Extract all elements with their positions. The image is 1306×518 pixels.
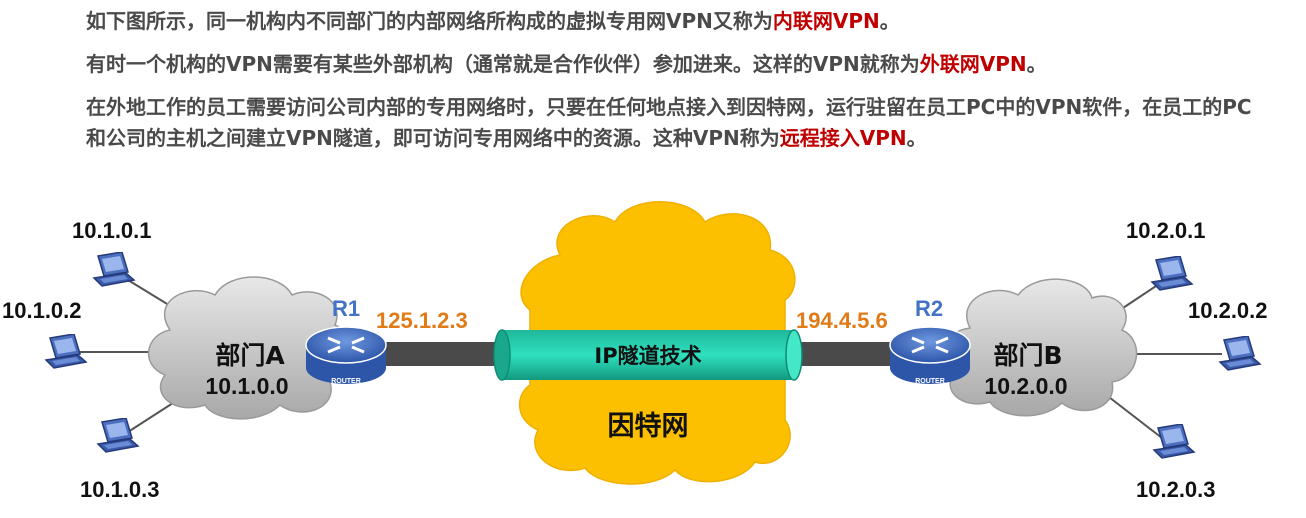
term-intranet-vpn: 内联网VPN [772,9,880,33]
term-extranet-vpn: 外联网VPN [919,52,1027,76]
paragraph-intranet: 如下图所示，同一机构内不同部门的内部网络所构成的虚拟专用网VPN又称为内联网VP… [86,6,900,37]
paragraph-remote-access: 在外地工作的员工需要访问公司内部的专用网络时，只要在任何地点接入到因特网，运行驻… [86,92,1266,154]
paragraph-text: 。 [1026,52,1047,76]
router-r1-badge: ROUTER [331,378,361,385]
host-a2-ip: 10.1.0.2 [2,298,82,323]
host-b3-ip: 10.2.0.3 [1136,477,1216,502]
router-r1 [305,326,387,384]
paragraph-text: 。 [879,9,900,33]
ip-tunnel [493,329,803,381]
router-r2-label: R2 [915,296,943,321]
host-b1-ip: 10.2.0.1 [1126,218,1206,243]
computer-icon [97,418,139,453]
paragraph-text: 如下图所示，同一机构内不同部门的内部网络所构成的虚拟专用网VPN又称为 [86,9,773,33]
dept-b-network: 10.2.0.0 [984,373,1067,399]
host-a3-ip: 10.1.0.3 [80,477,160,502]
computer-icon [93,252,135,287]
router-arrows-icon [911,336,949,354]
link-tunnel-r2 [796,342,892,366]
host-a1-ip: 10.1.0.1 [72,218,152,243]
paragraph-text: 在外地工作的员工需要访问公司内部的专用网络时，只要在任何地点接入到因特网，运行驻… [86,95,1252,150]
paragraph-extranet: 有时一个机构的VPN需要有某些外部机构（通常就是合作伙伴）参加进来。这样的VPN… [86,49,1047,80]
router-r2 [889,326,971,384]
dept-a-network: 10.1.0.0 [205,373,288,399]
internet-label: 因特网 [608,411,689,442]
computer-icon [1153,424,1195,459]
dept-a-name: 部门A [215,341,285,370]
cloud-dept-b [940,278,1138,417]
term-remote-access-vpn: 远程接入VPN [779,126,907,150]
link-r1-tunnel [386,342,502,366]
paragraph-text: 。 [906,126,927,150]
router-r2-badge: ROUTER [915,378,945,385]
paragraph-text: 有时一个机构的VPN需要有某些外部机构（通常就是合作伙伴）参加进来。这样的VPN… [86,52,920,76]
computer-icon [1151,256,1193,291]
tunnel-label: IP隧道技术 [594,344,701,368]
computer-icon [1219,336,1261,371]
dept-b-name: 部门B [993,341,1062,370]
host-b2-ip: 10.2.0.2 [1188,298,1268,323]
router-r1-label: R1 [332,296,360,321]
router-r1-address: 125.1.2.3 [376,308,468,333]
router-r2-address: 194.4.5.6 [796,308,888,333]
router-arrows-icon [327,336,365,354]
